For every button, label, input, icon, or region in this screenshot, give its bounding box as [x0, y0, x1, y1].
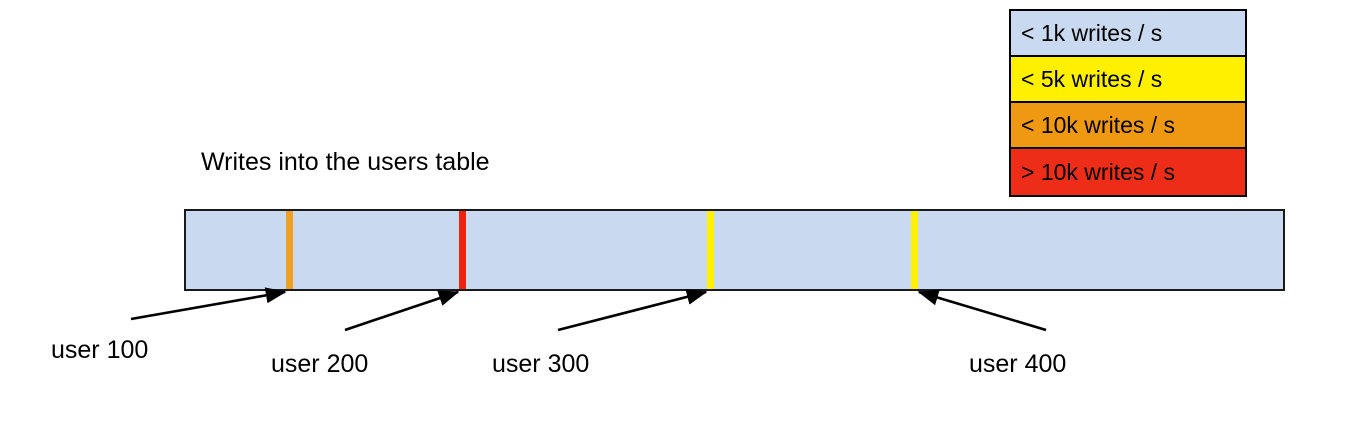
arrow-user-100: [130, 287, 287, 321]
marker-user-300: [707, 211, 714, 289]
callout-label-user-100: user 100: [51, 336, 149, 364]
arrow-user-300: [557, 288, 708, 332]
marker-user-200: [459, 211, 466, 289]
arrow-user-200: [344, 290, 460, 332]
legend-label-under-1k: < 1k writes / s: [1021, 19, 1163, 46]
marker-user-100: [286, 211, 293, 289]
callout-label-user-400: user 400: [969, 350, 1067, 378]
legend-label-under-5k: < 5k writes / s: [1021, 65, 1163, 92]
legend-row-under-1k: < 1k writes / s: [1011, 11, 1245, 57]
legend-row-under-10k: < 10k writes / s: [1011, 103, 1245, 149]
users-table-keyspace-bar: [184, 209, 1285, 291]
arrow-user-400: [917, 289, 1047, 332]
legend-row-under-5k: < 5k writes / s: [1011, 57, 1245, 103]
legend-label-under-10k: < 10k writes / s: [1021, 111, 1176, 138]
callout-label-user-200: user 200: [271, 350, 369, 378]
legend: < 1k writes / s < 5k writes / s < 10k wr…: [1009, 9, 1247, 197]
callout-label-user-300: user 300: [492, 350, 590, 378]
chart-title: Writes into the users table: [201, 148, 490, 176]
marker-user-400: [911, 211, 918, 289]
legend-label-over-10k: > 10k writes / s: [1021, 158, 1176, 185]
legend-row-over-10k: > 10k writes / s: [1011, 149, 1245, 195]
